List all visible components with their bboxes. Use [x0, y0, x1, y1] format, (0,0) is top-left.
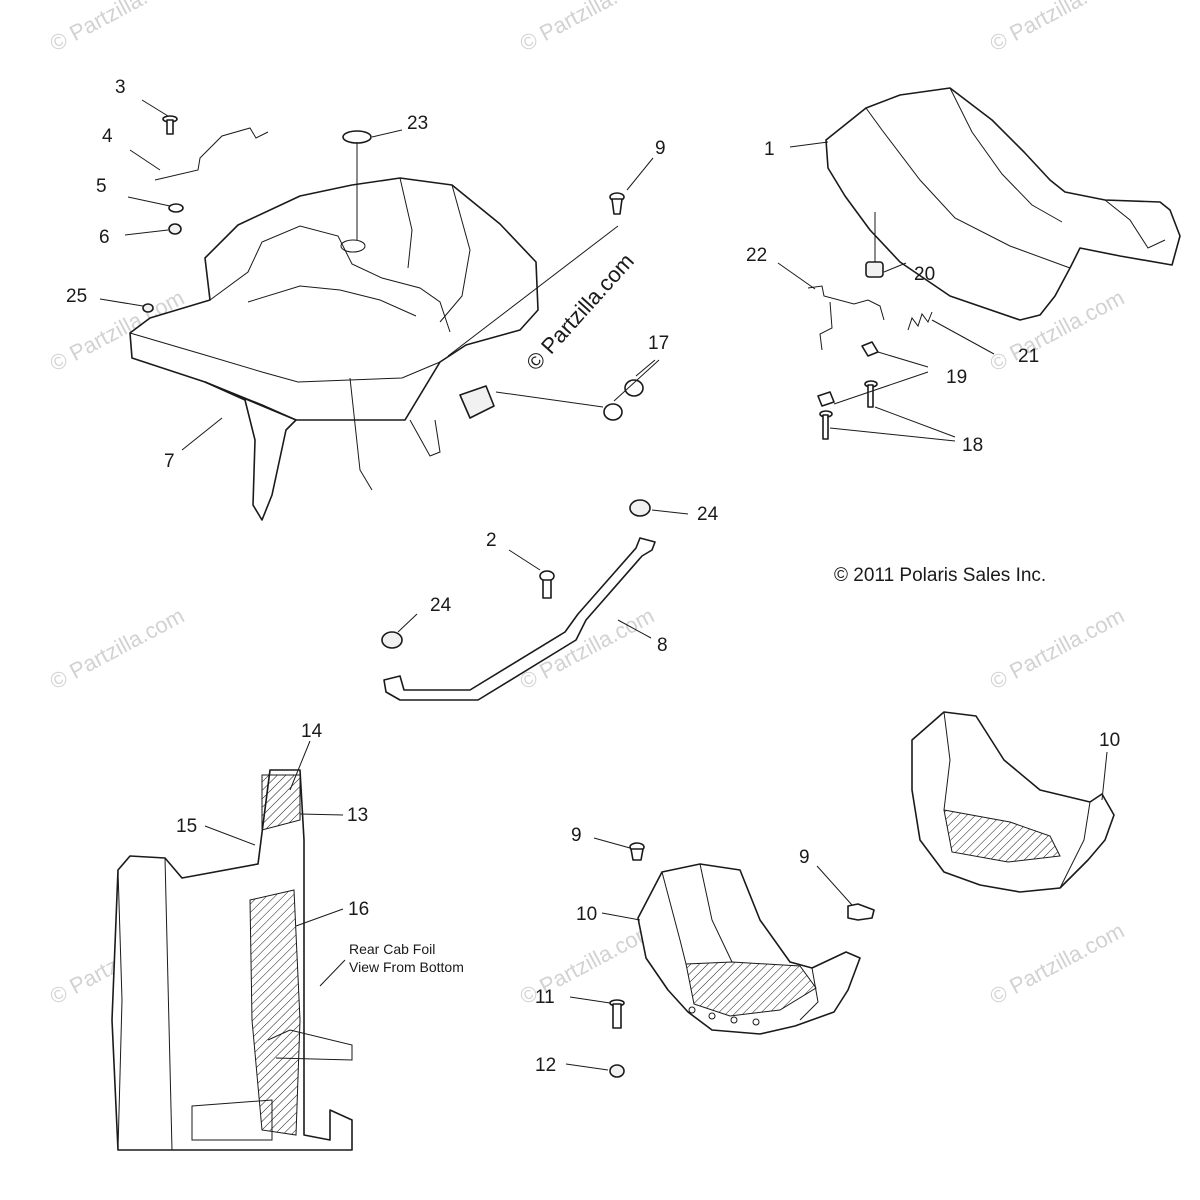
callout-10[interactable]: 10: [1099, 730, 1120, 751]
part-6-nut[interactable]: [168, 223, 182, 235]
callout-13[interactable]: 13: [347, 805, 368, 826]
part-20-bumper[interactable]: [865, 261, 884, 278]
watermark: © Partzilla.com: [986, 603, 1129, 695]
callout-25[interactable]: 25: [66, 286, 87, 307]
part-19-clip[interactable]: [861, 341, 879, 357]
part-10-footwell[interactable]: [637, 863, 861, 1035]
part-1-seat[interactable]: [825, 87, 1181, 321]
copyright-text: © 2011 Polaris Sales Inc.: [834, 565, 1046, 586]
watermark: © Partzilla.com: [986, 918, 1129, 1010]
part-5-washer[interactable]: [168, 203, 184, 213]
callout-9[interactable]: 9: [655, 138, 666, 159]
watermark: © Partzilla.com: [986, 0, 1129, 56]
callout-24[interactable]: 24: [430, 595, 452, 616]
callout-6[interactable]: 6: [99, 227, 110, 248]
part-9-push-rivet[interactable]: [609, 192, 625, 215]
callout-9[interactable]: 9: [799, 847, 810, 868]
part-17-grommet[interactable]: [603, 403, 623, 421]
callout-10[interactable]: 10: [576, 904, 597, 925]
callout-4[interactable]: 4: [102, 126, 113, 147]
callout-7[interactable]: 7: [164, 451, 175, 472]
callout-21[interactable]: 21: [1018, 346, 1039, 367]
callout-20[interactable]: 20: [914, 264, 935, 285]
callout-2[interactable]: 2: [486, 530, 497, 551]
callout-22[interactable]: 22: [746, 245, 767, 266]
callout-15[interactable]: 15: [176, 816, 197, 837]
part-9-push-rivet[interactable]: [629, 842, 645, 861]
brand-watermark: © Partzilla.com: [521, 248, 639, 375]
callout-5[interactable]: 5: [96, 176, 107, 197]
part-22-latch-bracket[interactable]: [807, 285, 885, 351]
watermark: © Partzilla.com: [46, 0, 189, 56]
callout-17[interactable]: 17: [648, 333, 669, 354]
part-10-footwell[interactable]: [911, 711, 1115, 893]
callout-14[interactable]: 14: [301, 721, 323, 742]
part-4-rod[interactable]: [154, 127, 269, 181]
callout-3[interactable]: 3: [115, 77, 126, 98]
part-18-pin[interactable]: [864, 380, 878, 408]
part-19-clip[interactable]: [817, 391, 835, 407]
callout-18[interactable]: 18: [962, 435, 983, 456]
part-9-push-rivet[interactable]: [847, 903, 875, 921]
part-24-grommet[interactable]: [629, 499, 651, 517]
part-7-rear-cab[interactable]: [129, 177, 539, 521]
note-line-2: View From Bottom: [349, 959, 464, 975]
watermark: © Partzilla.com: [516, 0, 659, 56]
part-25-plug[interactable]: [142, 303, 154, 313]
watermark: © Partzilla.com: [46, 603, 189, 695]
part-8-brace[interactable]: [383, 537, 656, 701]
part-17-grommet[interactable]: [624, 379, 644, 397]
note-line-1: Rear Cab Foil: [349, 941, 435, 957]
callout-1[interactable]: 1: [764, 139, 775, 160]
leader-lines: [99, 99, 1108, 1071]
part-21-spring[interactable]: [907, 311, 933, 331]
callout-19[interactable]: 19: [946, 367, 967, 388]
callout-16[interactable]: 16: [348, 899, 369, 920]
part-3-bolt[interactable]: [162, 115, 178, 135]
part-23-cap[interactable]: [342, 130, 372, 144]
callout-9[interactable]: 9: [571, 825, 582, 846]
callout-24[interactable]: 24: [697, 504, 719, 525]
callout-11[interactable]: 11: [535, 987, 555, 1008]
callouts: 3 4 5 6 25 23 9 7 17 1 20 22 21 19 18 24…: [66, 77, 1120, 1076]
part-24-grommet[interactable]: [381, 631, 403, 649]
callout-8[interactable]: 8: [657, 635, 668, 656]
rear-cab-foil-view[interactable]: [111, 769, 353, 1151]
callout-12[interactable]: 12: [535, 1055, 556, 1076]
part-2-bolt[interactable]: [539, 570, 555, 599]
callout-23[interactable]: 23: [407, 113, 428, 134]
part-12-nut[interactable]: [609, 1064, 625, 1078]
part-18-pin[interactable]: [819, 410, 833, 440]
part-11-screw[interactable]: [609, 999, 625, 1029]
